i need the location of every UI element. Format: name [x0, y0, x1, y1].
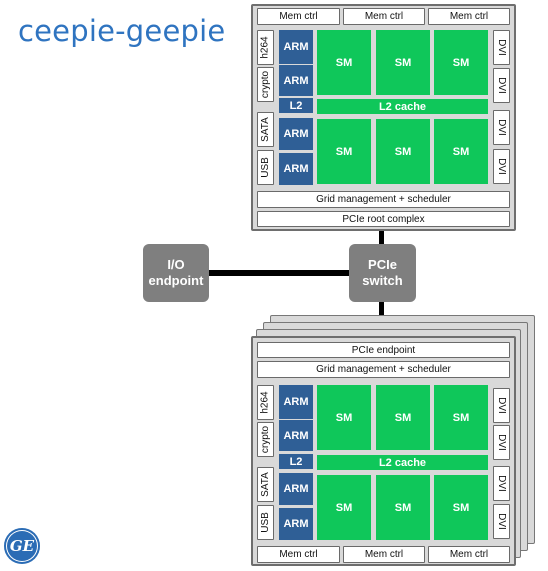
- dvi-block: DVI: [493, 425, 510, 460]
- dvi-block: DVI: [493, 68, 510, 103]
- l2-small-block: L2: [279, 98, 313, 113]
- arm-core: ARM: [279, 118, 313, 150]
- dvi-block: DVI: [493, 30, 510, 65]
- sm-block: SM: [434, 119, 488, 184]
- mem-ctrl-block: Mem ctrl: [428, 546, 510, 563]
- dvi-block: DVI: [493, 110, 510, 145]
- sm-block: SM: [376, 475, 430, 540]
- sm-block: SM: [376, 119, 430, 184]
- crypto-block: crypto: [257, 67, 274, 102]
- l2-cache-block: L2 cache: [317, 455, 488, 470]
- l2-small-block: L2: [279, 454, 313, 469]
- h264-block: h264: [257, 385, 274, 420]
- dvi-block: DVI: [493, 388, 510, 423]
- sm-block: SM: [434, 475, 488, 540]
- h264-block: h264: [257, 30, 274, 65]
- dvi-block: DVI: [493, 466, 510, 501]
- dvi-block: DVI: [493, 149, 510, 184]
- mem-ctrl-block: Mem ctrl: [343, 546, 425, 563]
- sm-block: SM: [434, 385, 488, 450]
- dvi-block: DVI: [493, 504, 510, 539]
- pcie-endpoint-block: PCIe endpoint: [257, 342, 510, 358]
- grid-scheduler-block: Grid management + scheduler: [257, 361, 510, 378]
- arm-core: ARM: [279, 385, 313, 419]
- usb-block: USB: [257, 150, 274, 185]
- sm-block: SM: [434, 30, 488, 95]
- arm-core: ARM: [279, 65, 313, 96]
- page-title: ceepie-geepie: [18, 14, 226, 48]
- sm-block: SM: [317, 119, 371, 184]
- arm-core: ARM: [279, 473, 313, 505]
- link-root-to-switch: [379, 228, 384, 248]
- mem-ctrl-block: Mem ctrl: [257, 546, 340, 563]
- sm-block: SM: [317, 475, 371, 540]
- crypto-block: crypto: [257, 422, 274, 457]
- io-endpoint-node: I/O endpoint: [143, 244, 209, 302]
- arm-core: ARM: [279, 508, 313, 540]
- sm-block: SM: [317, 385, 371, 450]
- ge-logo-text: GE: [9, 537, 35, 555]
- grid-scheduler-block: Grid management + scheduler: [257, 191, 510, 208]
- arm-core: ARM: [279, 420, 313, 451]
- arm-core: ARM: [279, 153, 313, 185]
- sata-block: SATA: [257, 467, 274, 502]
- arm-core: ARM: [279, 30, 313, 64]
- mem-ctrl-block: Mem ctrl: [257, 8, 340, 25]
- sata-block: SATA: [257, 112, 274, 147]
- ge-logo-icon: GE: [4, 528, 40, 564]
- pcie-root-complex-block: PCIe root complex: [257, 211, 510, 227]
- sm-block: SM: [376, 385, 430, 450]
- l2-cache-block: L2 cache: [317, 99, 488, 114]
- sm-block: SM: [376, 30, 430, 95]
- mem-ctrl-block: Mem ctrl: [343, 8, 425, 25]
- link-io-to-switch: [208, 270, 350, 276]
- usb-block: USB: [257, 505, 274, 540]
- mem-ctrl-block: Mem ctrl: [428, 8, 510, 25]
- sm-block: SM: [317, 30, 371, 95]
- pcie-switch-node: PCIe switch: [349, 244, 416, 302]
